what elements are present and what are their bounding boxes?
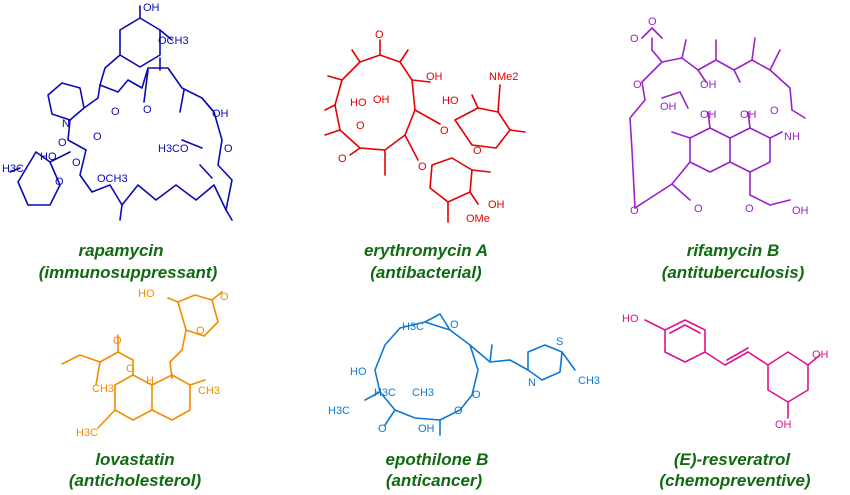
- atom-label: O: [745, 203, 754, 215]
- caption-name-erythromycin: erythromycin A: [364, 241, 488, 260]
- atom-label: OMe: [466, 213, 490, 225]
- atom-label: H: [146, 375, 154, 387]
- atom-label: O: [72, 157, 81, 169]
- resveratrol-structure: HO OH OH: [622, 313, 829, 431]
- atom-label: O: [113, 335, 122, 347]
- atom-label: OH: [700, 109, 717, 121]
- atom-label: OH: [775, 419, 792, 431]
- atom-label: OCH3: [158, 35, 189, 47]
- caption-use-epothilone: (anticancer): [386, 471, 483, 490]
- atom-label: HO: [442, 95, 459, 107]
- atom-label: O: [126, 363, 135, 375]
- atom-label: HO: [622, 313, 639, 325]
- atom-label: CH3: [92, 383, 114, 395]
- atom-label: OH: [373, 94, 390, 106]
- atom-label: OH: [418, 423, 435, 435]
- atom-label: OH: [812, 349, 829, 361]
- caption-name-resveratrol: (E)-resveratrol: [674, 450, 791, 469]
- atom-label: OH: [426, 71, 443, 83]
- atom-label: HO: [350, 97, 367, 109]
- rifamycin-structure: O O O OH OH OH OH O NH O O O OH: [629, 16, 809, 217]
- atom-label: O: [440, 125, 449, 137]
- atom-label: O: [694, 203, 703, 215]
- atom-label: OH: [212, 108, 229, 120]
- lovastatin-structure: HO O O O O H CH3 CH3 H3C: [61, 288, 229, 439]
- atom-label: S: [556, 336, 563, 348]
- atom-label: H3CO: [158, 143, 189, 155]
- atom-label: HO: [40, 151, 57, 163]
- atom-label: O: [630, 205, 639, 217]
- atom-label: O: [111, 106, 120, 118]
- atom-label: O: [196, 325, 205, 337]
- atom-label: O: [472, 389, 481, 401]
- atom-label: H3C: [2, 163, 24, 175]
- atom-label: H3C: [76, 427, 98, 439]
- atom-label: HO: [138, 288, 155, 300]
- atom-label: H3C: [402, 321, 424, 333]
- atom-label: O: [375, 29, 384, 41]
- epothilone-structure: H3C O S N CH3 HO H3C H3C CH3 O OH O O: [328, 313, 600, 436]
- atom-label: OH: [700, 79, 717, 91]
- atom-label: O: [630, 33, 639, 45]
- caption-name-rapamycin: rapamycin: [78, 241, 163, 260]
- atom-label: OH: [488, 199, 505, 211]
- atom-label: O: [220, 291, 229, 303]
- atom-label: O: [58, 137, 67, 149]
- atom-label: O: [338, 153, 347, 165]
- rapamycin-structure: OH OCH3 N O O O O HO O H3C O OCH3 OH H3C…: [2, 2, 233, 221]
- caption-use-erythromycin: (antibacterial): [370, 263, 482, 282]
- atom-label: N: [62, 118, 70, 130]
- atom-label: O: [648, 16, 657, 28]
- atom-label: O: [224, 143, 233, 155]
- atom-label: OH: [660, 101, 677, 113]
- atom-label: O: [770, 105, 779, 117]
- atom-label: OH: [143, 2, 160, 14]
- atom-label: O: [55, 176, 64, 188]
- atom-label: O: [454, 405, 463, 417]
- atom-label: O: [450, 319, 459, 331]
- atom-label: N: [528, 377, 536, 389]
- caption-use-rapamycin: (immunosuppressant): [39, 263, 218, 282]
- atom-label: CH3: [412, 387, 434, 399]
- atom-label: CH3: [578, 375, 600, 387]
- caption-name-epothilone: epothilone B: [386, 450, 489, 469]
- atom-label: O: [143, 104, 152, 116]
- caption-use-lovastatin: (anticholesterol): [69, 471, 202, 490]
- caption-use-rifamycin: (antituberculosis): [662, 263, 805, 282]
- atom-label: H3C: [374, 387, 396, 399]
- atom-label: OH: [740, 109, 757, 121]
- atom-label: H3C: [328, 405, 350, 417]
- caption-name-lovastatin: lovastatin: [95, 450, 174, 469]
- erythromycin-structure: O OH OH HO NMe2 HO O O O O O OH OMe: [324, 29, 526, 225]
- atom-label: OCH3: [97, 173, 128, 185]
- caption-use-resveratrol: (chemopreventive): [659, 471, 810, 490]
- atom-label: NH: [784, 131, 800, 143]
- atom-label: O: [418, 161, 427, 173]
- atom-label: O: [93, 131, 102, 143]
- atom-label: O: [473, 145, 482, 157]
- atom-label: NMe2: [489, 71, 518, 83]
- atom-label: CH3: [198, 385, 220, 397]
- atom-label: O: [356, 120, 365, 132]
- atom-label: O: [378, 423, 387, 435]
- caption-name-rifamycin: rifamycin B: [687, 241, 780, 260]
- atom-label: HO: [350, 366, 367, 378]
- atom-label: O: [633, 79, 642, 91]
- atom-label: OH: [792, 205, 809, 217]
